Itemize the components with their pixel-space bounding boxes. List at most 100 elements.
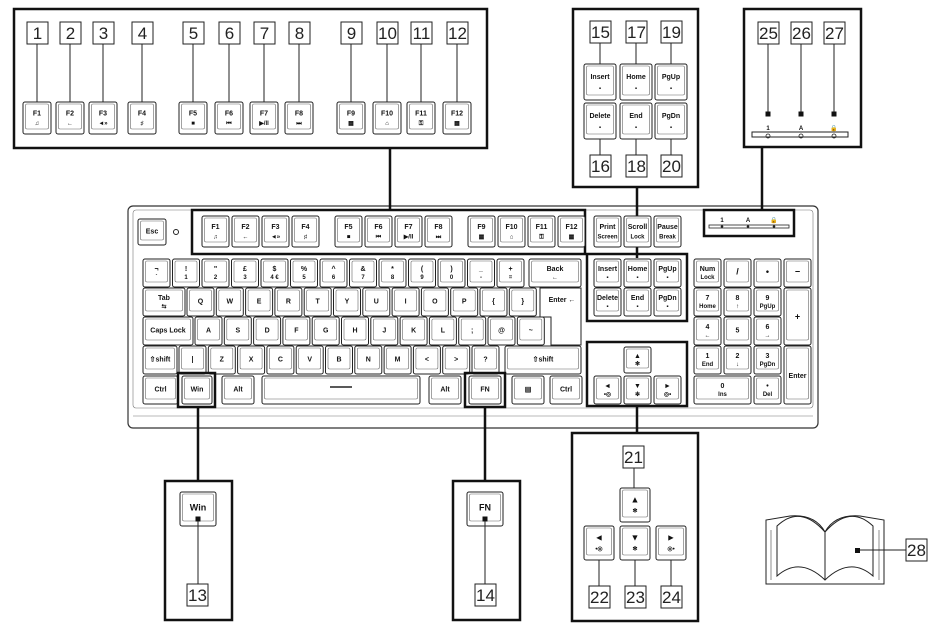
svg-text:F4: F4 bbox=[301, 224, 309, 231]
svg-text:✻: ✻ bbox=[635, 361, 640, 368]
key-z-row-5: B bbox=[325, 345, 353, 375]
svg-text:F: F bbox=[294, 327, 299, 334]
key-backspace: Back ← bbox=[528, 258, 582, 288]
svg-text:U: U bbox=[374, 298, 379, 305]
svg-text:1: 1 bbox=[184, 275, 188, 281]
svg-text:Enter: Enter bbox=[789, 373, 807, 380]
svg-text:Tab: Tab bbox=[158, 295, 170, 302]
key-tab: Tab⇆ bbox=[142, 287, 186, 317]
manual-book-icon bbox=[765, 515, 906, 585]
svg-text:S: S bbox=[235, 327, 240, 334]
svg-text:F1: F1 bbox=[33, 110, 41, 117]
fn-highlight bbox=[463, 371, 507, 409]
svg-text:L: L bbox=[441, 327, 446, 334]
callout-number-25: 25 bbox=[757, 21, 780, 45]
svg-text:♫: ♫ bbox=[213, 234, 218, 240]
svg-text:■: ■ bbox=[347, 234, 351, 240]
key-arrow-down: ▼✻ bbox=[623, 375, 652, 405]
key-z-row-4: V bbox=[295, 345, 324, 375]
svg-text:Alt: Alt bbox=[233, 386, 243, 393]
svg-text:←: ← bbox=[552, 275, 558, 281]
key-q-row-9: P bbox=[450, 287, 479, 317]
indicator-highlight bbox=[702, 208, 796, 238]
svg-text:•◎: •◎ bbox=[595, 546, 603, 552]
svg-text:►: ► bbox=[664, 383, 671, 390]
svg-text:▪: ▪ bbox=[666, 304, 668, 310]
key-left-ctrl: Ctrl bbox=[142, 375, 179, 405]
key-row-num-12: += bbox=[496, 258, 525, 288]
svg-text:F1: F1 bbox=[211, 224, 219, 231]
key-right-ctrl: Ctrl bbox=[549, 375, 583, 405]
svg-text:F9: F9 bbox=[347, 110, 355, 117]
key-num-divide: / bbox=[723, 258, 752, 288]
svg-text:}: } bbox=[521, 298, 524, 305]
key-arrow-left: ◄•◎ bbox=[593, 375, 622, 405]
svg-text:J: J bbox=[382, 327, 386, 334]
svg-text:M: M bbox=[395, 356, 401, 363]
svg-text:F5: F5 bbox=[344, 224, 352, 231]
svg-text:F3: F3 bbox=[271, 224, 279, 231]
svg-text:Delete: Delete bbox=[597, 295, 618, 302]
svg-text:_: _ bbox=[478, 266, 483, 273]
svg-text:3: 3 bbox=[243, 275, 247, 281]
svg-text:Q: Q bbox=[198, 298, 204, 305]
svg-text:▼: ▼ bbox=[631, 532, 640, 542]
svg-text:↑: ↑ bbox=[736, 304, 739, 310]
svg-text:N: N bbox=[366, 356, 371, 363]
svg-text:Back: Back bbox=[547, 266, 564, 273]
svg-text:F2: F2 bbox=[241, 224, 249, 231]
svg-text:D: D bbox=[265, 327, 270, 334]
svg-text:5: 5 bbox=[302, 275, 306, 281]
svg-text:F6: F6 bbox=[374, 224, 382, 231]
arrow-highlight bbox=[585, 340, 689, 408]
fkey-9-detail: F9▦ bbox=[336, 101, 366, 135]
key-z-row-2: X bbox=[237, 345, 266, 375]
svg-text:6: 6 bbox=[225, 24, 234, 43]
svg-text:F5: F5 bbox=[189, 110, 197, 117]
key-arrow-right: ►◎• bbox=[653, 375, 682, 405]
svg-text:F11: F11 bbox=[415, 110, 427, 117]
svg-text:1: 1 bbox=[33, 24, 42, 43]
key-menu: ▤ bbox=[511, 375, 545, 405]
callout-number-26: 26 bbox=[790, 21, 813, 45]
key-a-row-9: ; bbox=[458, 316, 487, 346]
svg-text:~: ~ bbox=[529, 327, 533, 334]
key-row-num-6: ^6 bbox=[319, 258, 348, 288]
callout-number-8: 8 bbox=[288, 21, 311, 45]
svg-text:⇧shift: ⇧shift bbox=[533, 355, 554, 363]
svg-text:Insert: Insert bbox=[590, 74, 610, 81]
key-insert: Insert▪ bbox=[593, 258, 622, 288]
key-row-num-2: "2 bbox=[201, 258, 230, 288]
nav-key-insert-detail: Insert▪ bbox=[583, 63, 617, 101]
svg-text:PgUp: PgUp bbox=[760, 304, 776, 310]
svg-text:6: 6 bbox=[766, 324, 770, 331]
svg-text:Scroll: Scroll bbox=[628, 224, 648, 231]
svg-text:←: ← bbox=[243, 234, 249, 240]
svg-text:9: 9 bbox=[420, 275, 424, 281]
svg-text:+: + bbox=[508, 266, 512, 273]
key-z-row-1: Z bbox=[207, 345, 236, 375]
svg-text:F8: F8 bbox=[295, 110, 303, 117]
svg-text:*: * bbox=[391, 266, 394, 273]
svg-text:▪: ▪ bbox=[635, 125, 637, 131]
key-f10: F10⌂ bbox=[497, 215, 526, 248]
svg-text:Win: Win bbox=[190, 503, 206, 513]
svg-text:Delete: Delete bbox=[589, 113, 610, 120]
key-f7: F7▶/II bbox=[394, 215, 423, 248]
svg-text:26: 26 bbox=[792, 24, 811, 43]
svg-text:A: A bbox=[746, 218, 751, 224]
svg-text:•◎: •◎ bbox=[604, 392, 612, 398]
fn-detail-box bbox=[451, 479, 522, 622]
key-caps-lock: Caps Lock bbox=[142, 316, 194, 346]
svg-text:T: T bbox=[316, 298, 321, 305]
callout-number-11: 11 bbox=[410, 21, 433, 45]
callout-number-1: 1 bbox=[26, 21, 49, 45]
key-q-row-6: U bbox=[362, 287, 391, 317]
key-num-plus: + bbox=[783, 287, 812, 346]
svg-text:◄»: ◄» bbox=[98, 121, 108, 127]
